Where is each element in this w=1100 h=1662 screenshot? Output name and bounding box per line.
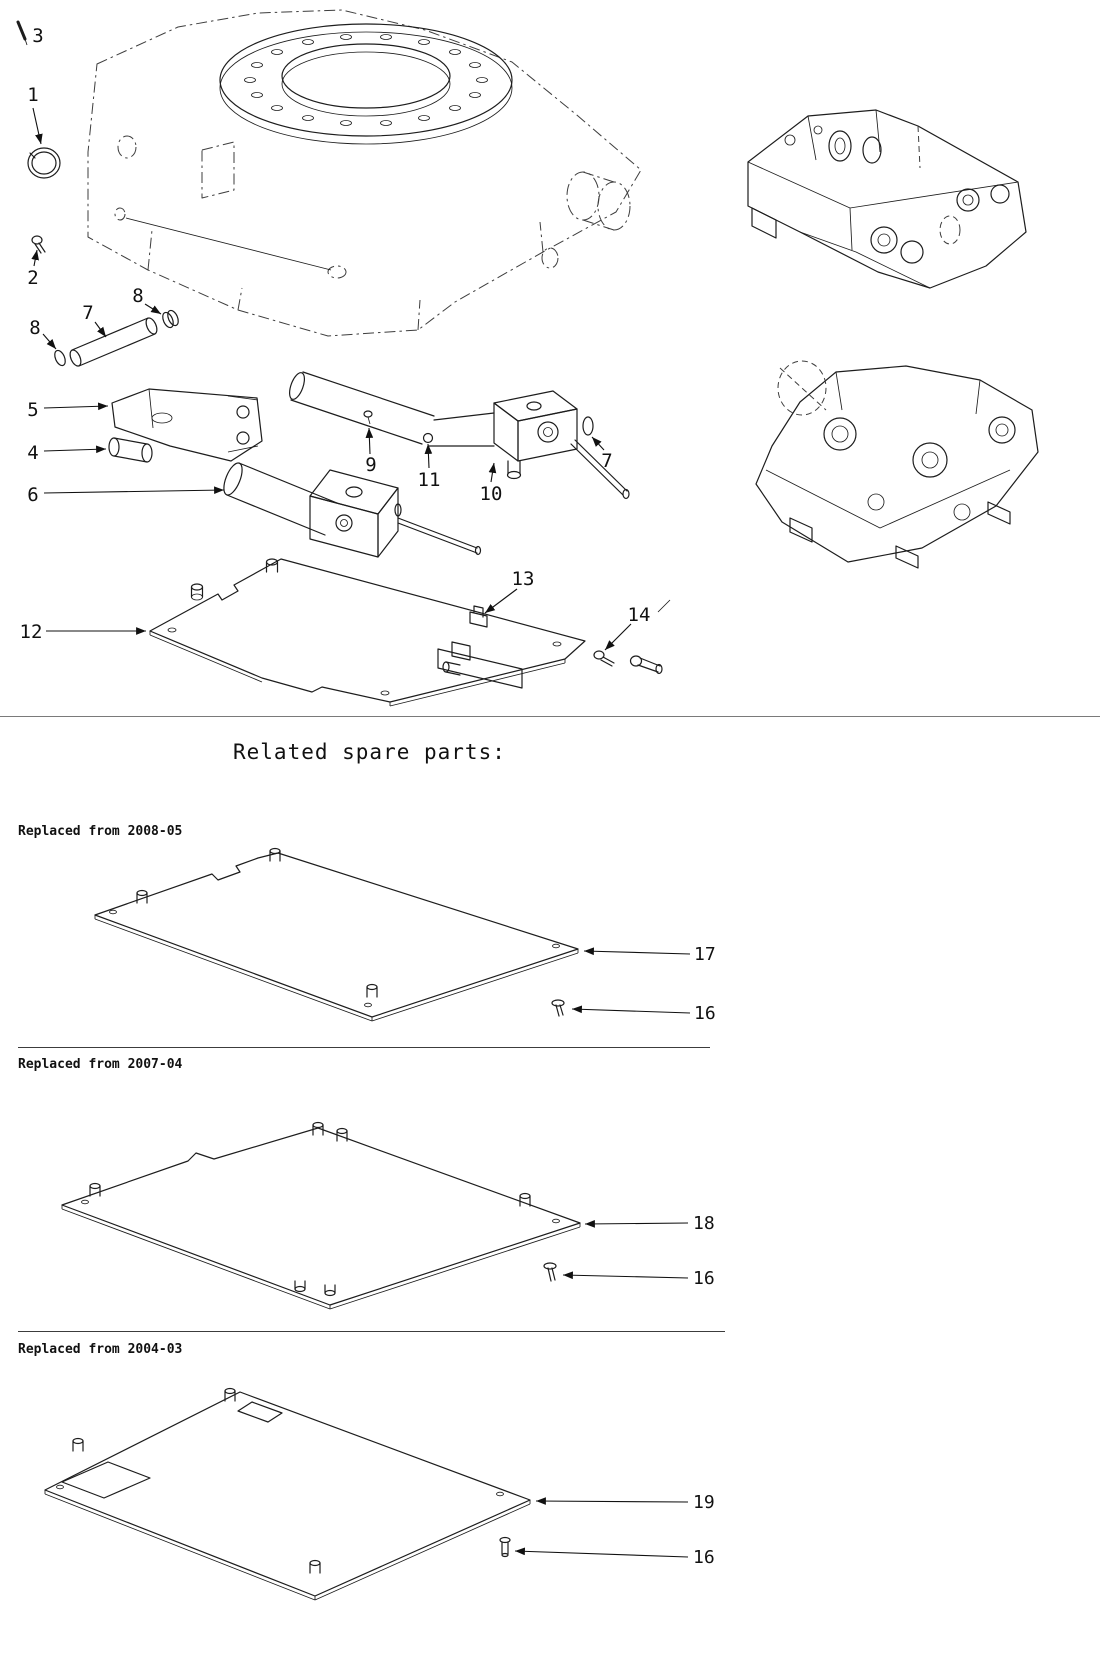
related-parts-title: Related spare parts:	[233, 740, 506, 764]
callout-13: 13	[512, 568, 535, 590]
screw-part-2-icon	[31, 235, 46, 254]
plate-standoffs	[190, 558, 279, 601]
section-label-2004-03: Replaced from 2004-03	[18, 1342, 183, 1357]
callout-8-right: 8	[132, 285, 143, 307]
callout-16-s3: 16	[693, 1547, 715, 1568]
callout-8-left: 8	[29, 317, 40, 339]
plate-bracket	[437, 641, 523, 689]
slewing-ring	[219, 23, 513, 145]
callout-14: 14	[628, 604, 651, 626]
section-divider-1	[18, 1047, 710, 1048]
countersunk-screw-16-icon	[499, 1536, 511, 1558]
seal-ring-part-1	[27, 147, 61, 179]
quick-coupler-view-top	[747, 109, 1027, 289]
callout-16-s2: 16	[693, 1268, 715, 1289]
section-label-2008-05: Replaced from 2008-05	[18, 824, 183, 839]
swing-housing-outline	[87, 9, 642, 337]
section-label-2007-04: Replaced from 2007-04	[18, 1057, 183, 1072]
cylinder-part-10	[289, 371, 630, 500]
callout-17: 17	[694, 944, 716, 965]
pin-part-4	[108, 437, 153, 463]
spare-plate-19-diagram: 19 16	[44, 1387, 715, 1601]
plate-part-17	[94, 847, 579, 1022]
callout-9: 9	[365, 454, 376, 476]
callout-6: 6	[27, 484, 38, 506]
callout-18: 18	[693, 1213, 715, 1234]
callout-10: 10	[480, 483, 503, 505]
spare-plate-17-diagram: 17 16	[94, 847, 716, 1024]
clamp-part-13	[469, 605, 488, 628]
quick-coupler-view-bottom	[755, 360, 1039, 569]
plate-part-18	[61, 1121, 581, 1310]
cover-plate-part-12	[149, 558, 586, 707]
screws-part-14-icon	[593, 599, 671, 675]
callout-19: 19	[693, 1492, 715, 1513]
pin-part-3-icon	[16, 20, 28, 46]
section-divider-main	[0, 716, 1100, 717]
callout-12: 12	[20, 621, 43, 643]
callout-16-s1: 16	[694, 1003, 716, 1024]
bracket-part-5	[111, 388, 263, 462]
callout-11: 11	[418, 469, 441, 491]
callout-leaders	[31, 107, 632, 651]
callout-4: 4	[27, 442, 38, 464]
callout-7-oring: 7	[601, 450, 612, 472]
main-exploded-diagram: 1 2 3 4 5 6 7 7 8 8 9 10 11 12 13 14	[16, 9, 1039, 707]
cylinder-part-6	[223, 462, 482, 558]
callout-1: 1	[27, 84, 38, 106]
ring-bolt-holes	[244, 34, 488, 126]
section-divider-2	[18, 1331, 725, 1332]
pin-part-7-with-washers	[54, 309, 179, 367]
callout-2: 2	[27, 267, 38, 289]
callout-numbers: 1 2 3 4 5 6 7 7 8 8 9 10 11 12 13 14	[20, 25, 651, 643]
countersunk-screw-16-icon	[543, 1262, 557, 1282]
callout-5: 5	[27, 399, 38, 421]
callout-3: 3	[32, 25, 43, 47]
callout-7-pin: 7	[82, 302, 93, 324]
spare-plate-18-diagram: 18 16	[61, 1121, 715, 1310]
plate-part-19	[44, 1387, 531, 1601]
countersunk-screw-16-icon	[551, 999, 565, 1017]
